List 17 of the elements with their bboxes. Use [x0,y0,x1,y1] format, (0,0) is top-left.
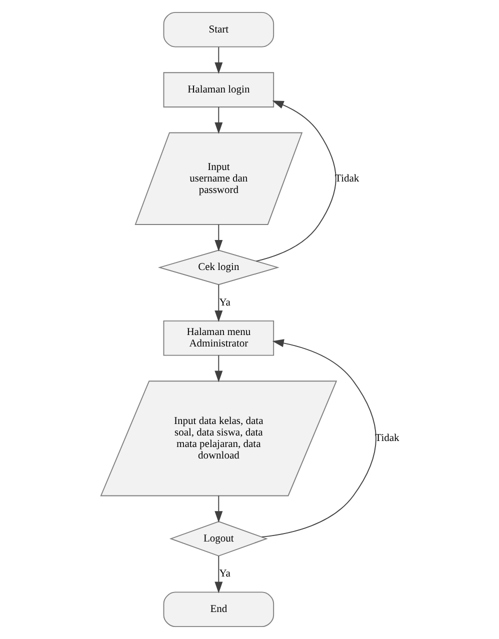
arrow [214,495,222,523]
node-box: Start [162,12,274,48]
node-diamond: Cek login [157,250,279,286]
arrow [214,555,222,594]
node-box: Halaman menu Administrator [162,320,274,356]
edge-label: Ya [218,568,230,580]
arrow [214,224,222,252]
arrow [214,354,222,382]
arrow [214,284,222,322]
arrow [214,106,222,134]
node-diamond: Logout [168,521,268,556]
node-box: Halaman login [162,72,274,108]
node-box: End [162,592,274,628]
arrow [255,100,336,262]
arrow [214,46,222,74]
arrow [260,339,376,538]
edge-label: Ya [218,297,230,308]
